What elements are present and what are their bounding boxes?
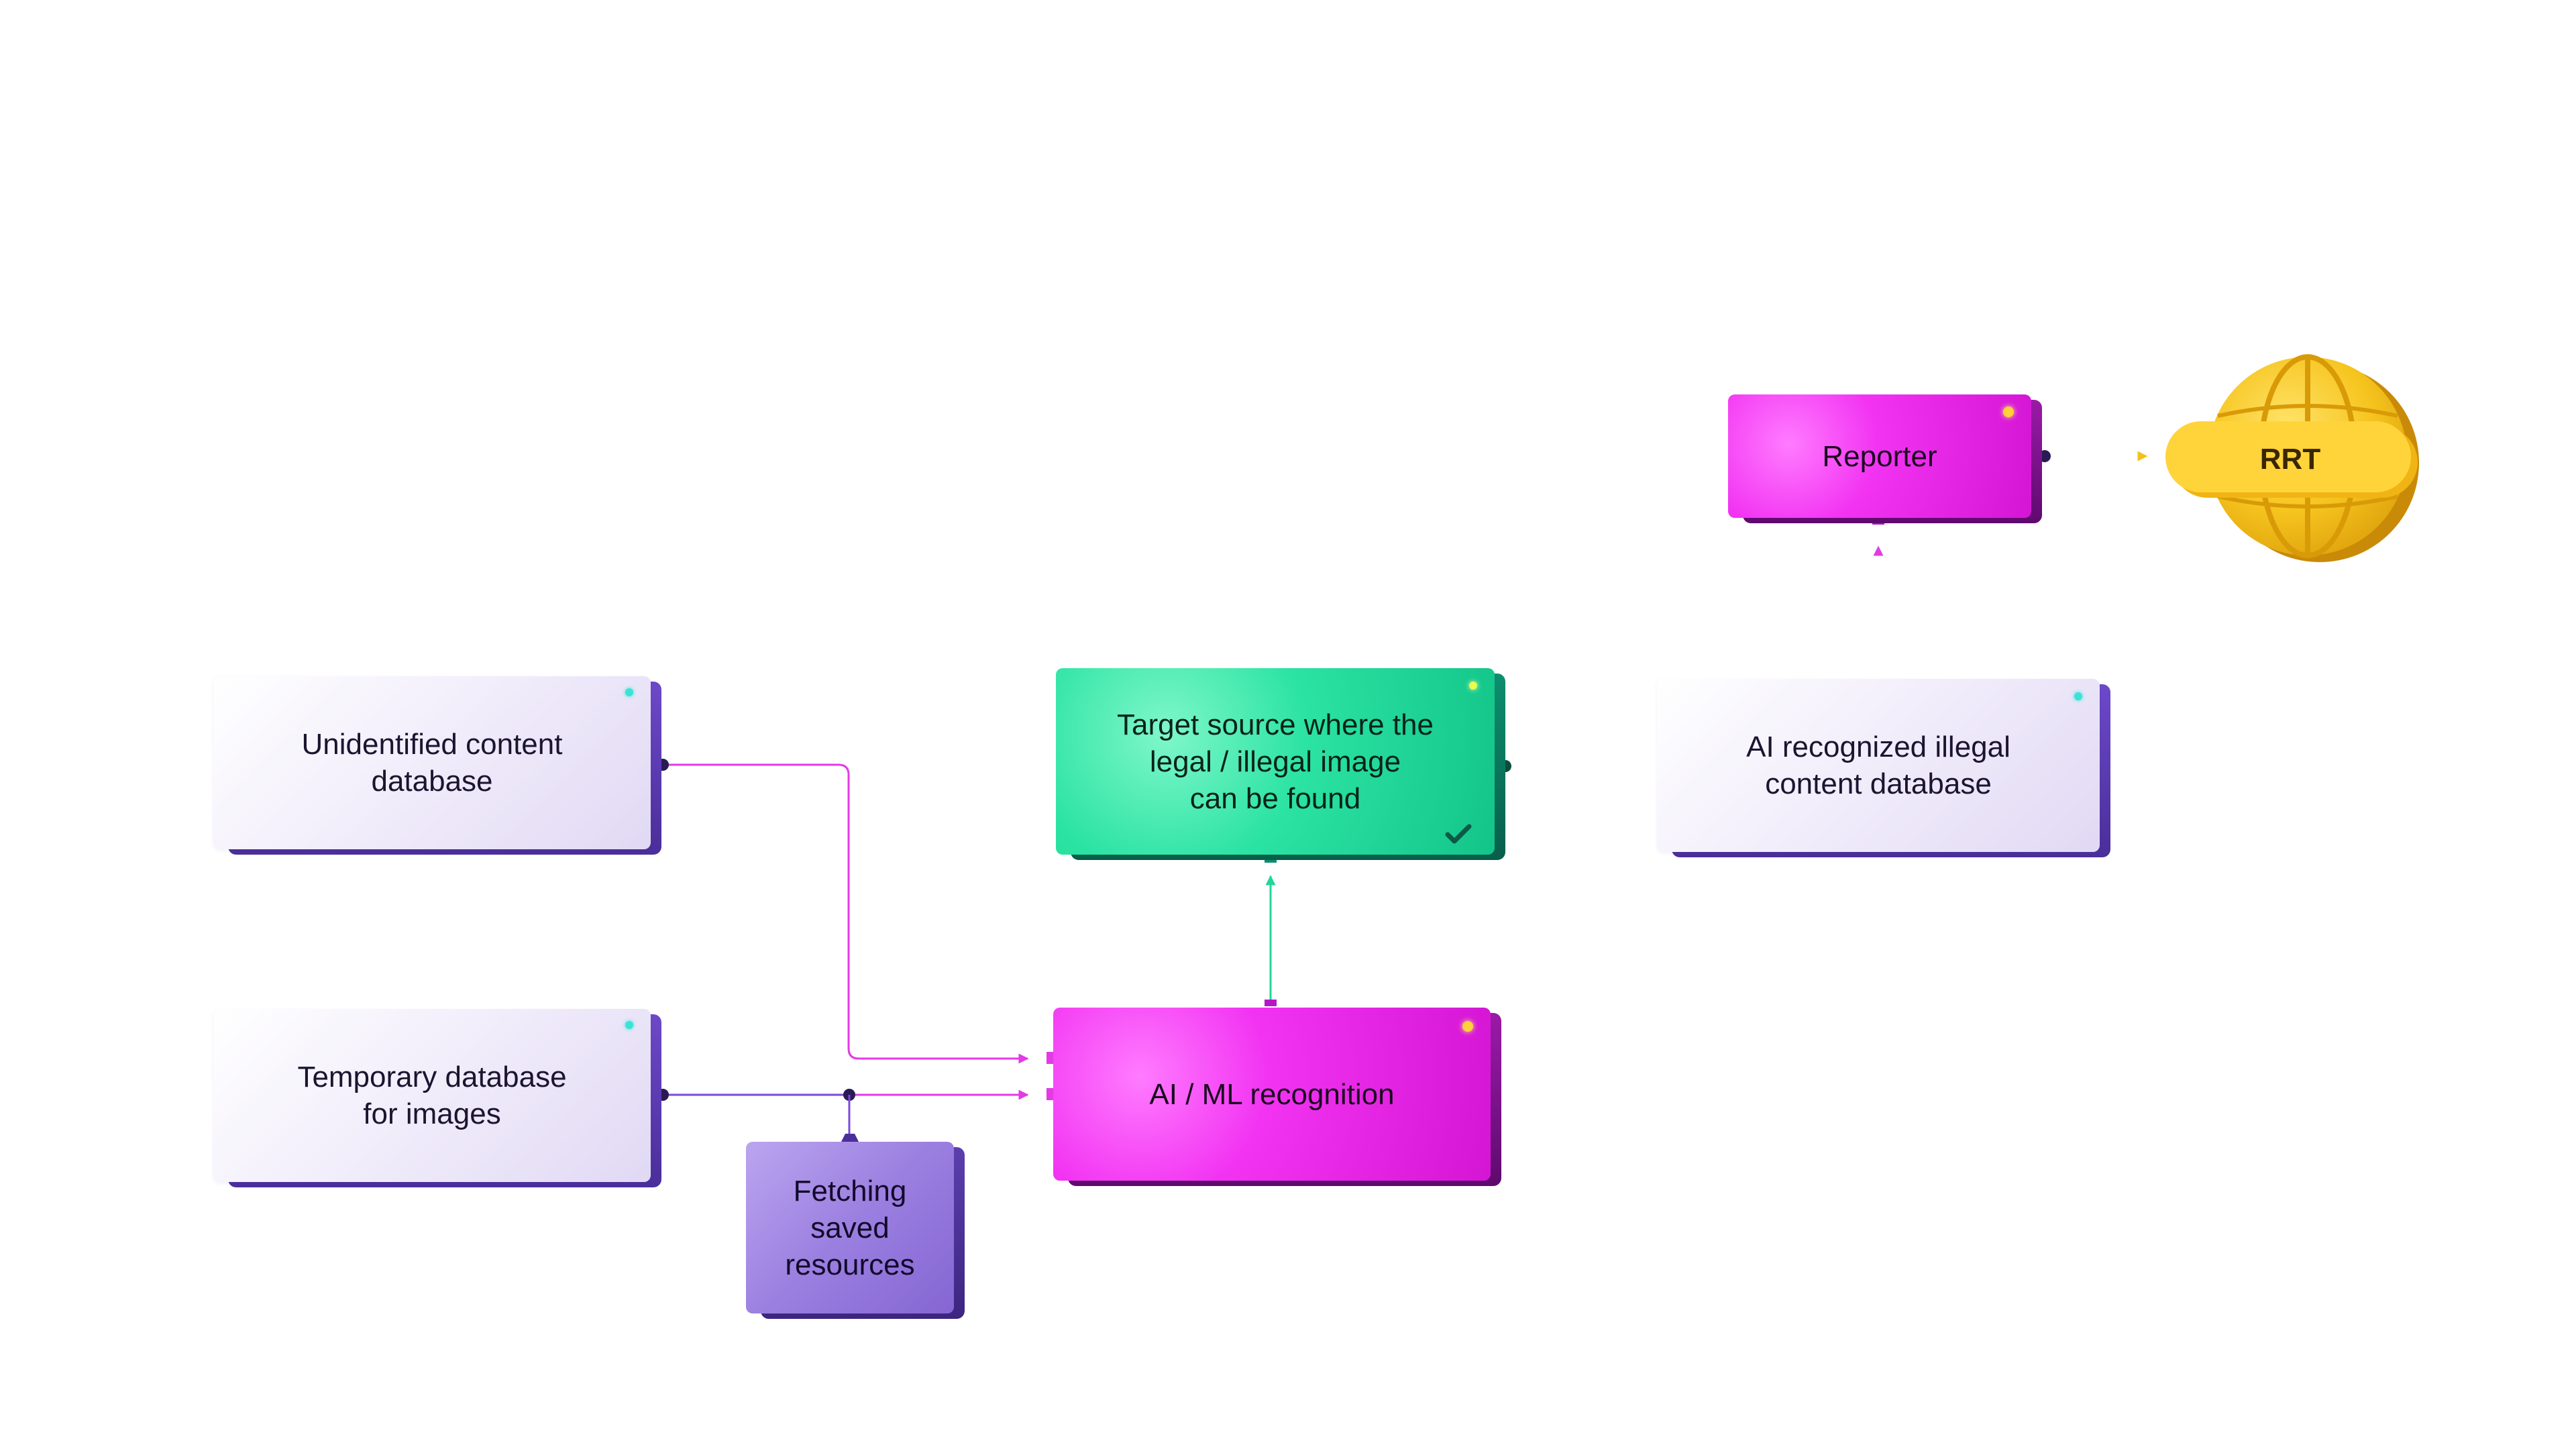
illegal-content-db-label: AI recognized illegal content database bbox=[1657, 679, 2100, 852]
check-icon bbox=[1445, 824, 1472, 844]
port-marker bbox=[1265, 1000, 1277, 1006]
fetching-saved-resources-node[interactable]: Fetching saved resources bbox=[746, 1142, 965, 1319]
ai-ml-recognition-label: AI / ML recognition bbox=[1053, 1008, 1491, 1181]
fetching-saved-resources-label: Fetching saved resources bbox=[746, 1142, 954, 1313]
unidentified-content-db-label: Unidentified content database bbox=[213, 676, 651, 849]
target-source-node[interactable]: Target source where the legal / illegal … bbox=[1056, 668, 1505, 860]
status-dot bbox=[625, 688, 633, 696]
edge-unidentified-to-recognition bbox=[664, 763, 1029, 1064]
temporary-db-node[interactable]: Temporary database for images bbox=[213, 1009, 661, 1187]
globe-icon bbox=[2165, 354, 2419, 562]
status-dot bbox=[1469, 682, 1477, 690]
reporter-node[interactable]: Reporter bbox=[1728, 394, 2042, 523]
temporary-db-label: Temporary database for images bbox=[213, 1009, 651, 1182]
status-dot bbox=[625, 1021, 633, 1029]
status-dot bbox=[2003, 407, 2014, 417]
rrt-label[interactable]: RRT bbox=[2259, 443, 2321, 476]
unidentified-content-db-node[interactable]: Unidentified content database bbox=[213, 676, 661, 855]
status-dot bbox=[1462, 1021, 1473, 1032]
reporter-label: Reporter bbox=[1728, 394, 2031, 518]
target-source-label: Target source where the legal / illegal … bbox=[1056, 668, 1495, 855]
port-marker bbox=[1046, 1052, 1053, 1064]
fetching-port bbox=[841, 1134, 859, 1142]
port-marker bbox=[1046, 1088, 1053, 1100]
illegal-content-db-node[interactable]: AI recognized illegal content database bbox=[1657, 679, 2110, 857]
ai-ml-recognition-node[interactable]: AI / ML recognition bbox=[1053, 1008, 1501, 1186]
status-dot bbox=[2074, 692, 2082, 700]
